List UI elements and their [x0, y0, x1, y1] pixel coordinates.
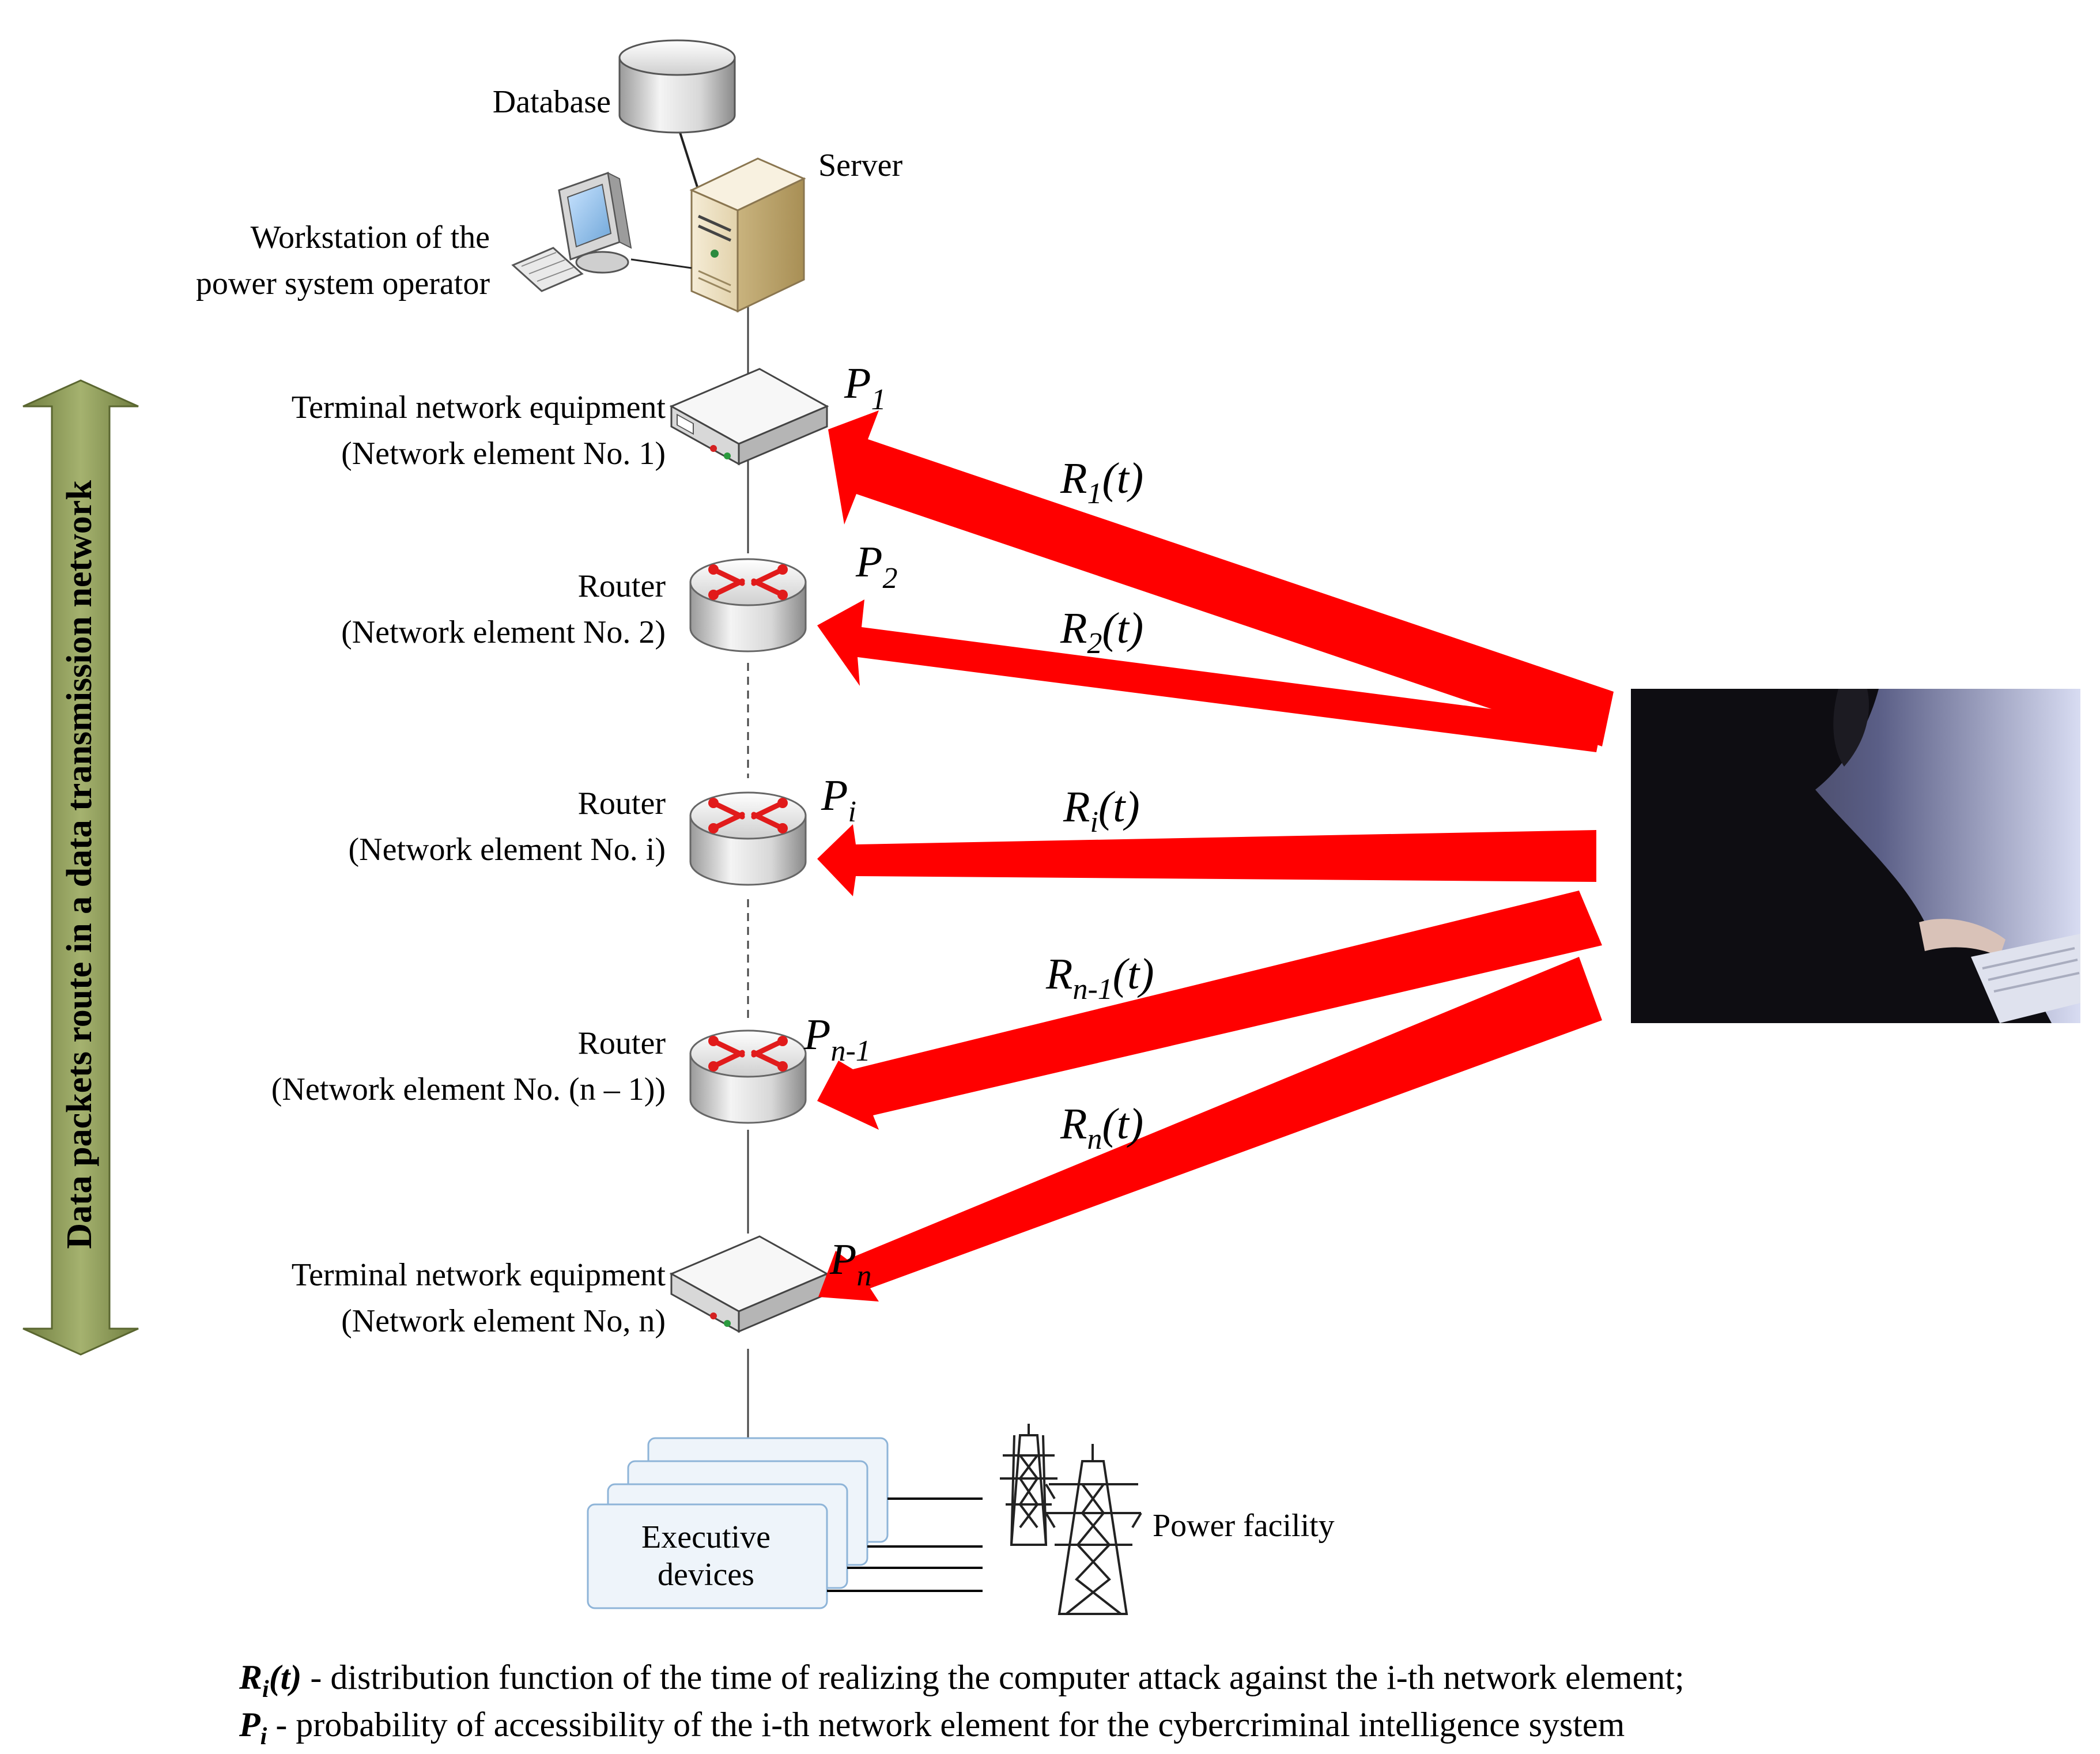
element-label-line2: (Network element No. 1) — [341, 436, 666, 471]
legend-p-term: Pi — [239, 1706, 267, 1750]
element-label-line1: Terminal network equipment — [292, 390, 666, 425]
legend-r-text: - distribution function of the time of r… — [301, 1658, 1684, 1696]
attack-arrow-2 — [817, 599, 1602, 752]
probability-label: Pn — [829, 1235, 871, 1292]
legend-p-text: - probability of accessibility of the i-… — [267, 1706, 1625, 1744]
element-label-line1: Router — [578, 568, 666, 604]
attack-arrows — [817, 410, 1614, 1302]
element-label-line2: (Network element No, n) — [341, 1303, 666, 1339]
attack-arrow-n-1 — [817, 891, 1602, 1130]
attack-arrow-i — [817, 824, 1596, 896]
router-icon — [689, 558, 807, 652]
probability-label: P2 — [855, 538, 897, 595]
executive-label-line1: Executive — [641, 1519, 770, 1555]
element-label-line2: (Network element No. (n – 1)) — [271, 1072, 666, 1107]
probability-label: P1 — [844, 359, 886, 416]
server-icon — [689, 157, 806, 313]
terminal-icon — [669, 368, 829, 466]
legend-r-term: Ri(t) — [239, 1658, 301, 1703]
attack-time-label: Ri(t) — [1063, 783, 1140, 839]
transmission-tower-icon — [1045, 1444, 1142, 1615]
data-route-double-arrow — [22, 379, 139, 1356]
attack-time-label: Rn(t) — [1060, 1100, 1143, 1156]
server-label: Server — [818, 148, 903, 183]
database-label: Database — [493, 84, 611, 120]
attack-time-label: R2(t) — [1060, 604, 1143, 660]
terminal-icon — [669, 1235, 829, 1333]
workstation-label-line2: power system operator — [196, 266, 490, 301]
hacker-image — [1631, 689, 2080, 1023]
element-label-line1: Terminal network equipment — [292, 1257, 666, 1293]
element-label-line1: Router — [578, 786, 666, 821]
workstation-icon — [511, 171, 692, 292]
executive-label-line2: devices — [658, 1557, 754, 1593]
transmission-tower-icon — [1000, 1424, 1057, 1546]
attack-time-label: Rn-1(t) — [1045, 950, 1154, 1006]
router-icon — [689, 791, 807, 886]
attack-arrow-1 — [828, 410, 1614, 746]
element-label-line2: (Network element No. 2) — [341, 614, 666, 650]
legend-r-line: Ri(t) - distribution function of the tim… — [239, 1658, 1684, 1703]
database-icon — [618, 39, 736, 197]
attack-arrow-n — [818, 957, 1602, 1302]
power-facility-label: Power facility — [1153, 1508, 1335, 1544]
router-icon — [689, 1029, 807, 1124]
side-arrow-label: Data packets route in a data transmissio… — [60, 480, 99, 1249]
executive-devices-stack — [587, 1437, 889, 1609]
probability-label: Pi — [821, 771, 856, 828]
attack-time-label: R1(t) — [1060, 454, 1143, 510]
workstation-label-line1: Workstation of the — [251, 220, 490, 255]
power-links — [827, 1497, 983, 1592]
element-label-line1: Router — [578, 1025, 666, 1061]
probability-label: Pn-1 — [803, 1010, 871, 1068]
legend-p-line: Pi - probability of accessibility of the… — [239, 1706, 1625, 1750]
element-label-line2: (Network element No. i) — [349, 832, 666, 867]
